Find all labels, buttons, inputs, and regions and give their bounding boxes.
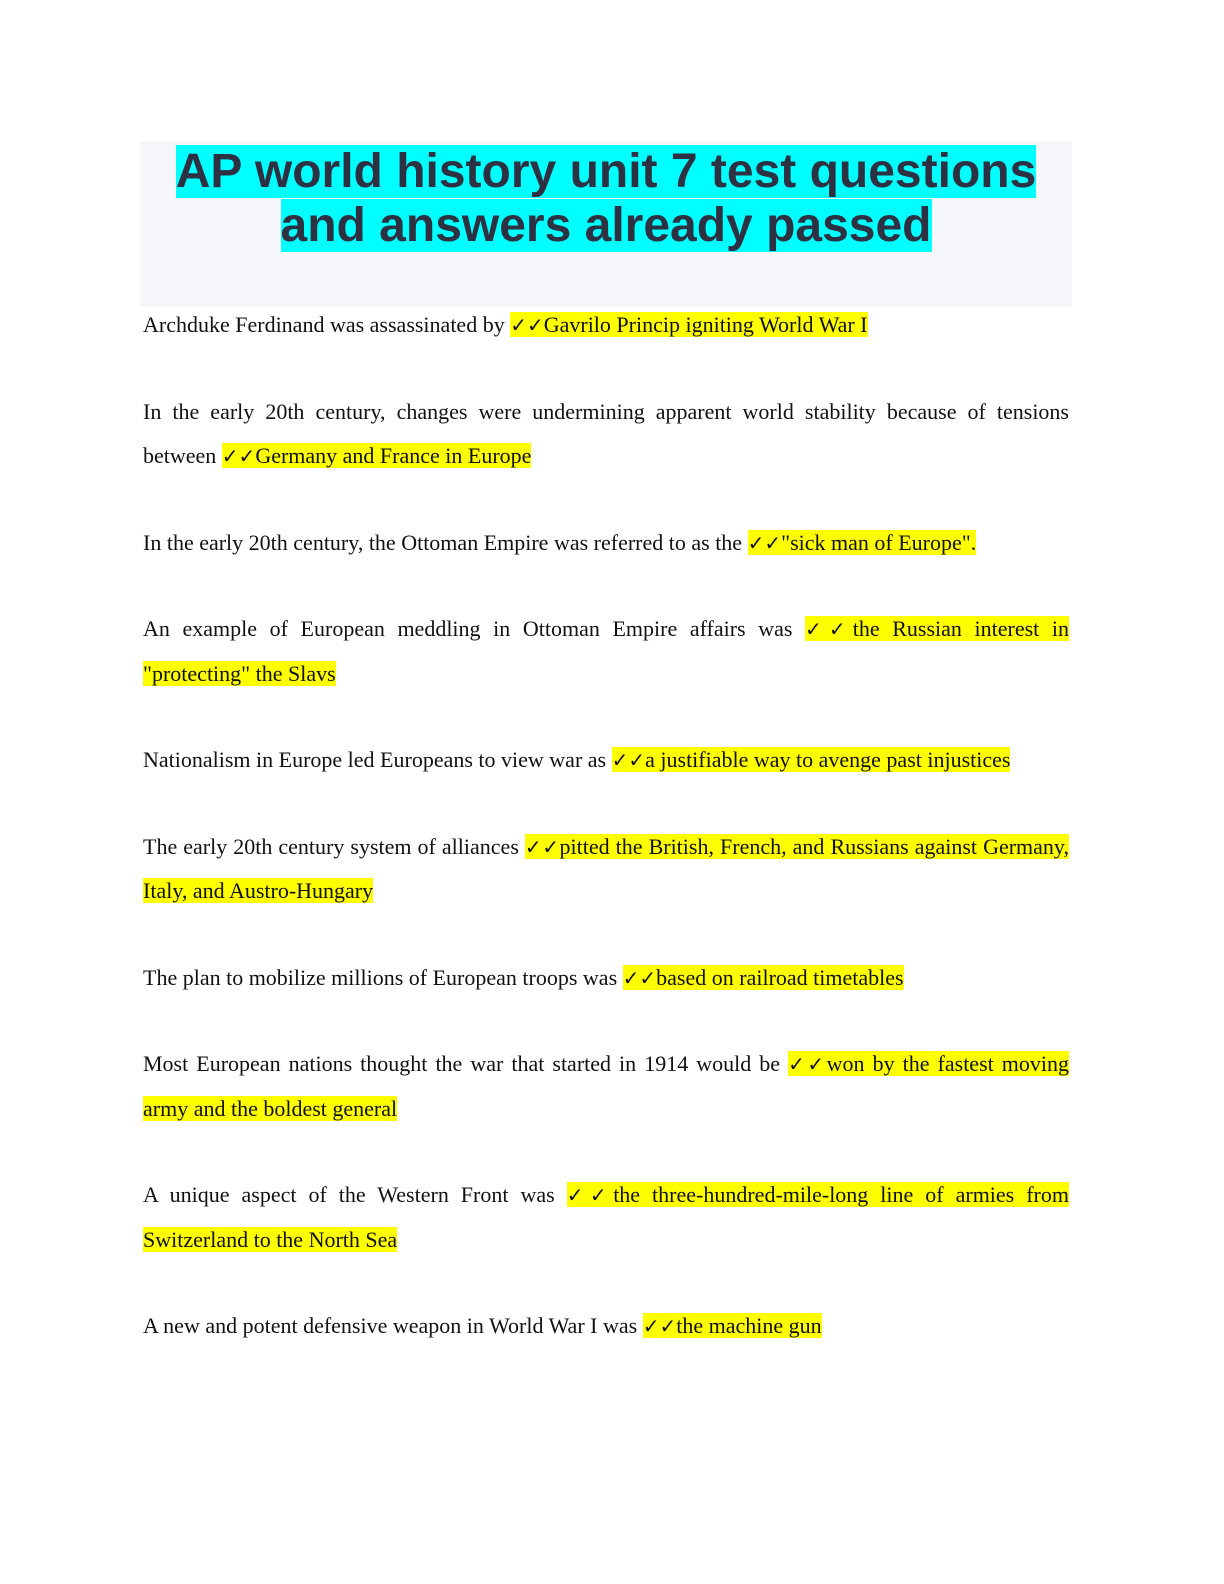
question-text: The plan to mobilize millions of Europea… — [143, 964, 623, 990]
qa-item: A new and potent defensive weapon in Wor… — [143, 1304, 1069, 1349]
answer-text: the machine gun — [676, 1313, 822, 1338]
answer-text: "sick man of Europe". — [781, 529, 977, 555]
question-text: The early 20th century system of allianc… — [143, 833, 525, 859]
double-check-icon: ✓✓ — [221, 444, 256, 468]
qa-item: A unique aspect of the Western Front was… — [143, 1173, 1069, 1262]
answer-text: based on railroad timetables — [656, 964, 904, 990]
answer-highlight: ✓✓based on railroad timetables — [622, 964, 904, 990]
answer-text: the three-hundred-mile-long line of armi… — [143, 1182, 1069, 1252]
answer-text: pitted the British, French, and Russians… — [143, 833, 1069, 904]
question-text: Most European nations thought the war th… — [143, 1051, 789, 1076]
double-check-icon: ✓✓ — [611, 748, 646, 772]
qa-item: In the early 20th century, the Ottoman E… — [143, 521, 1069, 566]
question-text: Nationalism in Europe led Europeans to v… — [143, 747, 612, 772]
question-text: In the early 20th century, the Ottoman E… — [143, 529, 748, 555]
document-title: AP world history unit 7 test questions a… — [175, 145, 1037, 252]
answer-highlight: ✓✓Germany and France in Europe — [221, 443, 532, 468]
answer-text: a justifiable way to avenge past injusti… — [645, 747, 1011, 772]
double-check-icon: ✓✓ — [788, 1052, 827, 1076]
question-text: Archduke Ferdinand was assassinated by — [143, 312, 511, 337]
qa-list: Archduke Ferdinand was assassinated by ✓… — [143, 303, 1070, 1391]
answer-text: Gavrilo Princip igniting World War I — [543, 312, 868, 337]
double-check-icon: ✓✓ — [566, 1183, 614, 1207]
double-check-icon: ✓✓ — [805, 617, 853, 641]
double-check-icon: ✓✓ — [622, 965, 657, 990]
qa-item: Nationalism in Europe led Europeans to v… — [143, 738, 1069, 783]
question-text: A unique aspect of the Western Front was — [143, 1182, 567, 1207]
qa-item: An example of European meddling in Ottom… — [143, 607, 1070, 696]
question-text: An example of European meddling in Ottom… — [143, 616, 806, 641]
qa-item: The plan to mobilize millions of Europea… — [143, 956, 1069, 1001]
question-text: In the early 20th century, changes were … — [143, 398, 1069, 469]
answer-highlight: ✓✓"sick man of Europe". — [747, 529, 977, 555]
answer-text: the Russian interest in "protecting" the… — [143, 616, 1070, 686]
double-check-icon: ✓✓ — [524, 834, 560, 859]
double-check-icon: ✓✓ — [510, 313, 544, 337]
answer-highlight: ✓✓Gavrilo Princip igniting World War I — [510, 312, 868, 337]
double-check-icon: ✓✓ — [747, 530, 782, 555]
answer-highlight: ✓✓the machine gun — [642, 1313, 822, 1338]
title-box: AP world history unit 7 test questions a… — [140, 142, 1072, 306]
qa-item: In the early 20th century, changes were … — [143, 390, 1069, 479]
qa-item: Archduke Ferdinand was assassinated by ✓… — [143, 303, 1069, 348]
qa-item: The early 20th century system of allianc… — [143, 825, 1069, 914]
answer-text: won by the fastest moving army and the b… — [143, 1051, 1069, 1121]
double-check-icon: ✓✓ — [642, 1314, 677, 1338]
answer-highlight: ✓✓a justifiable way to avenge past injus… — [611, 747, 1011, 772]
question-text: A new and potent defensive weapon in Wor… — [143, 1313, 643, 1338]
answer-text: Germany and France in Europe — [255, 443, 532, 468]
qa-item: Most European nations thought the war th… — [143, 1042, 1069, 1131]
